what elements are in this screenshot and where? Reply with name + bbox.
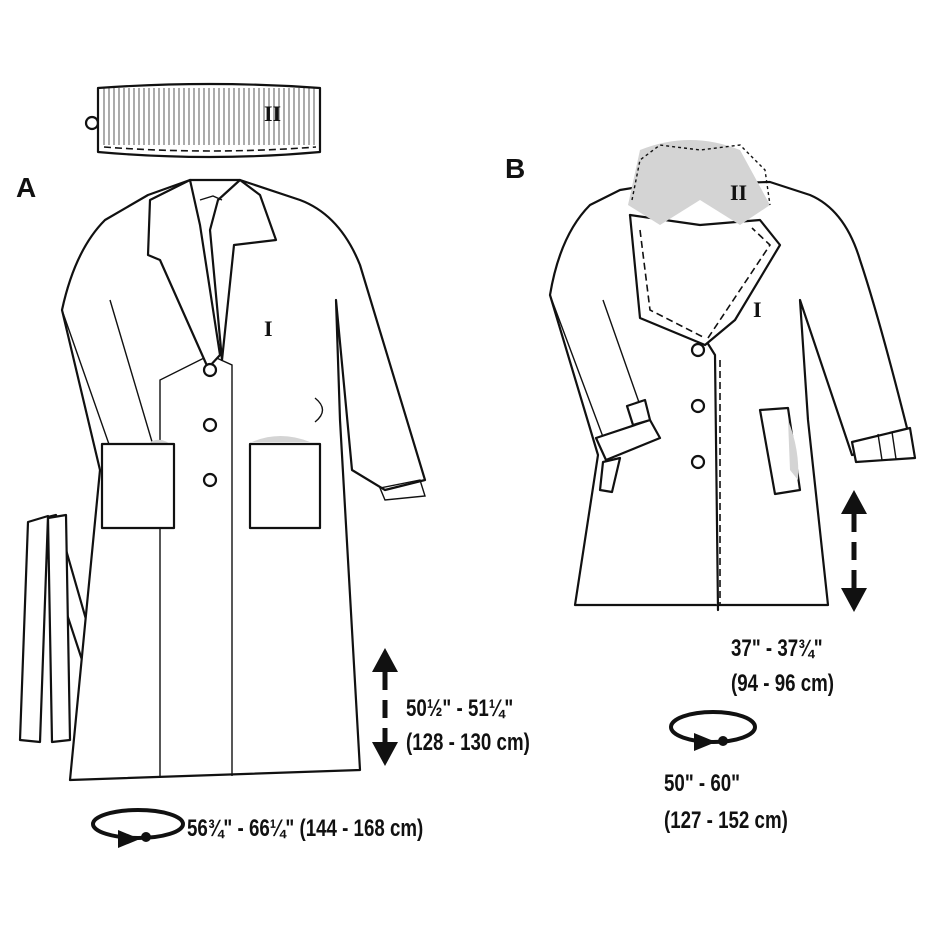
length-a-metric: (128 - 130 cm) [406, 729, 530, 756]
piece-label-a-collar: II [264, 101, 282, 126]
width-loop-icon-b [669, 710, 757, 751]
length-b-metric: (94 - 96 cm) [731, 670, 835, 697]
view-a-label: A [16, 172, 37, 203]
piece-label-a-body: I [264, 316, 273, 341]
piece-label-b-body: I [753, 297, 762, 322]
coat-b [548, 140, 917, 612]
view-b-label: B [505, 153, 526, 184]
length-a-imperial: 50½" - 51¼" [406, 695, 514, 722]
width-loop-icon-a [91, 808, 185, 848]
length-arrow-b [841, 490, 867, 612]
collar-band-a [84, 82, 322, 159]
width-a-range: 56¾" - 66¼" (144 - 168 cm) [187, 815, 424, 842]
length-b-imperial: 37" - 37¾" [731, 635, 823, 662]
width-b-metric: (127 - 152 cm) [664, 807, 788, 834]
length-arrow-a [372, 648, 398, 766]
coat-a [18, 178, 427, 782]
piece-label-b-collar: II [730, 180, 748, 205]
width-b-imperial: 50" - 60" [664, 770, 741, 797]
